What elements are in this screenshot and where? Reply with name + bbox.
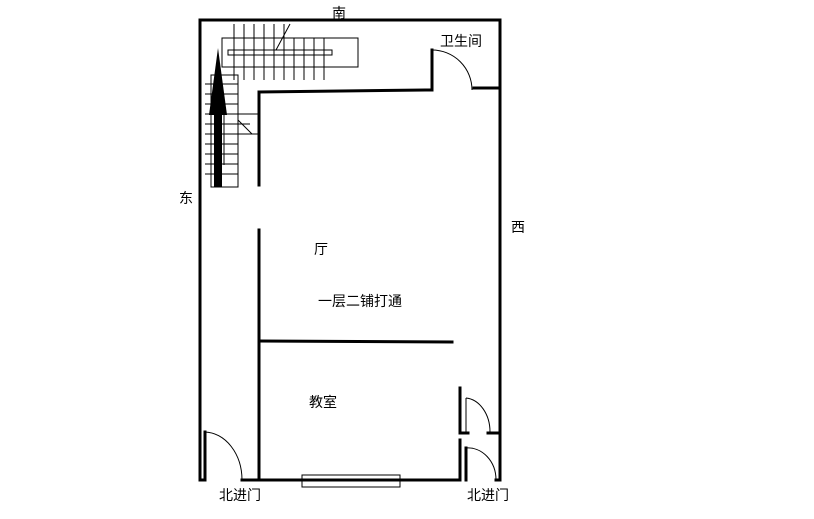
upper-stair-rail (227, 49, 333, 56)
label-east: 东 (179, 191, 193, 207)
staircase (205, 23, 359, 188)
hall-top-wall (257, 88, 426, 94)
right-entrance-door-swing (465, 447, 497, 481)
classroom-top-wall (257, 339, 454, 344)
bathroom-door-swing (431, 49, 473, 91)
label-classroom: 教室 (309, 394, 337, 411)
label-hall: 厅 (314, 242, 328, 258)
window (301, 474, 401, 488)
inner-walls (257, 48, 500, 482)
label-bathroom: 卫生间 (440, 34, 482, 50)
stair-landing-diagonal (237, 119, 253, 135)
stair-break-line (275, 23, 291, 51)
label-north-entrance-right: 北进门 (467, 488, 509, 504)
label-note: 一层二铺打通 (318, 293, 402, 310)
stair-direction-arrow-icon (209, 48, 227, 187)
outer-walls (198, 18, 502, 482)
doors (203, 49, 497, 482)
right-inner-door-swing (465, 397, 491, 433)
left-entrance-door-swing (204, 431, 243, 481)
upper-stair-treads (233, 24, 325, 80)
upper-stair-run (221, 37, 359, 68)
stair-landing (237, 113, 259, 135)
label-north-entrance-left: 北进门 (219, 488, 261, 504)
label-west: 西 (511, 220, 525, 236)
label-south: 南 (332, 6, 346, 22)
